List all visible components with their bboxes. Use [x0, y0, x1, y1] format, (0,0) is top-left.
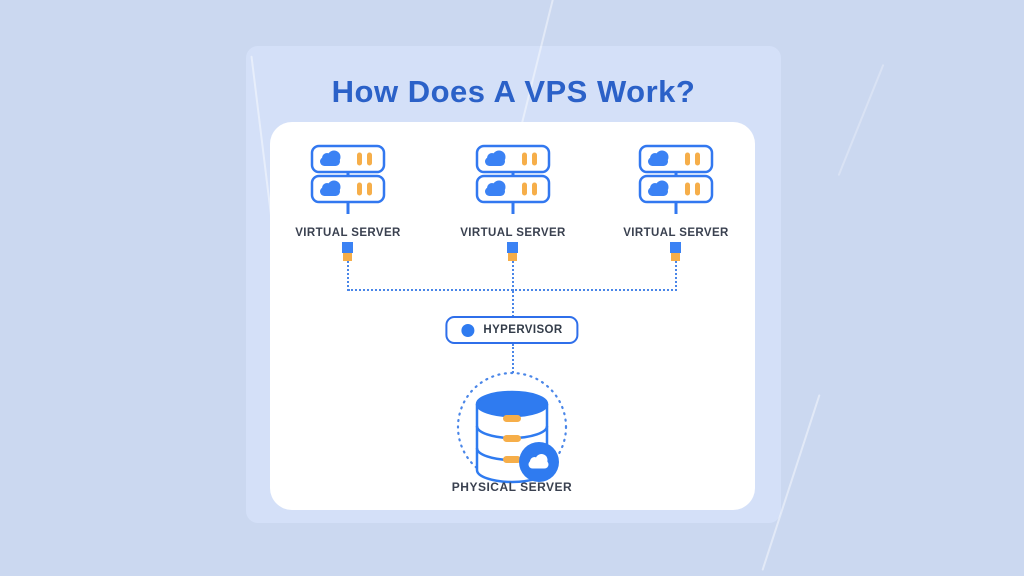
connector-node-yellow — [508, 252, 517, 261]
connector-node-blue — [342, 242, 353, 253]
virtual-server-3: VIRTUAL SERVER — [601, 144, 751, 239]
virtual-server-label: VIRTUAL SERVER — [460, 227, 566, 239]
physical-server-label: PHYSICAL SERVER — [451, 480, 573, 494]
virtual-server-2: VIRTUAL SERVER — [438, 144, 588, 239]
cloud-icon — [320, 150, 341, 196]
connector-node-yellow — [343, 252, 352, 261]
indicator-bars-icon — [357, 152, 372, 196]
drive-slot-bars — [503, 415, 521, 463]
dotted-line-horizontal-bus — [348, 289, 677, 291]
physical-server-icon — [456, 371, 568, 484]
connector-node-blue — [507, 242, 518, 253]
page-title: How Does A VPS Work? — [331, 74, 696, 109]
cloud-icon — [648, 150, 669, 196]
indicator-bars-icon — [522, 152, 537, 196]
indicator-bars-icon — [685, 152, 700, 196]
dotted-line-vertical — [512, 291, 514, 317]
cloud-badge-icon — [519, 442, 559, 482]
connector-node-yellow — [671, 252, 680, 261]
decorative-streak — [837, 63, 885, 177]
virtual-server-label: VIRTUAL SERVER — [295, 227, 401, 239]
virtual-server-icon — [638, 144, 714, 214]
cloud-icon — [485, 150, 506, 196]
dotted-line-vertical — [512, 344, 514, 373]
dotted-line-vertical — [512, 261, 514, 291]
virtual-server-1: VIRTUAL SERVER — [273, 144, 423, 239]
dotted-line-vertical — [347, 261, 349, 291]
virtual-server-label: VIRTUAL SERVER — [623, 227, 729, 239]
virtual-server-icon — [310, 144, 386, 214]
hypervisor-label: HYPERVISOR — [483, 324, 563, 336]
virtual-server-icon — [475, 144, 551, 214]
hypervisor-pill: HYPERVISOR — [445, 316, 579, 344]
connector-node-blue — [670, 242, 681, 253]
blue-dot-icon — [461, 323, 475, 337]
dotted-line-vertical — [675, 261, 677, 291]
